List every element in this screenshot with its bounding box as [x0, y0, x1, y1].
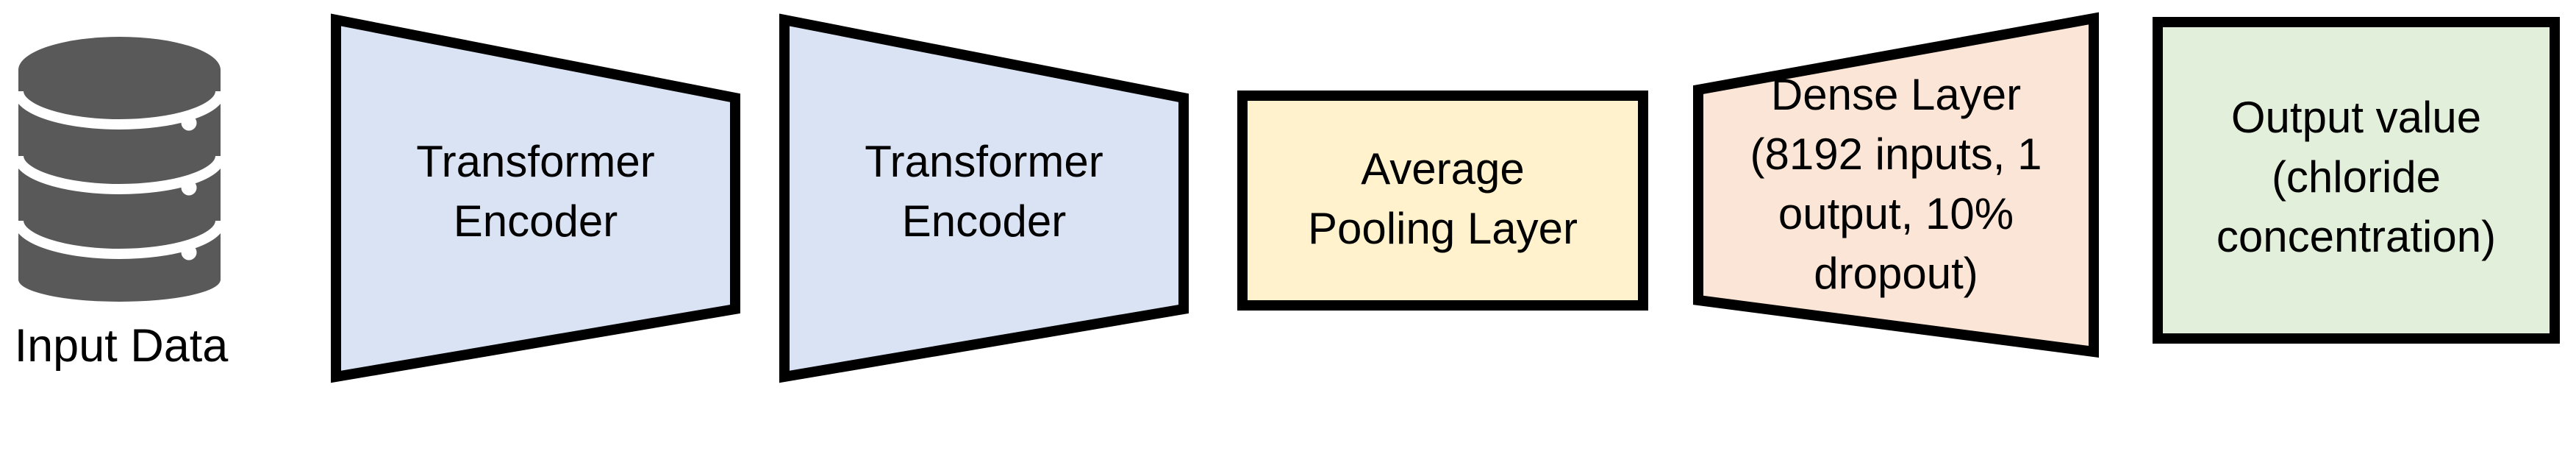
- input-data-label: Input Data: [0, 313, 243, 379]
- encoder2-label-line: Transformer: [865, 137, 1103, 186]
- dense-shape: [1693, 12, 2099, 358]
- output-shape: [2153, 17, 2560, 344]
- pooling-label-line: Pooling Layer: [1308, 204, 1578, 253]
- database-icon-dot: [181, 244, 197, 260]
- encoder1-label-line: Transformer: [416, 137, 655, 186]
- output-label-line: (chloride: [2271, 152, 2441, 202]
- encoder1-label-line: Encoder: [453, 196, 618, 246]
- database-icon: [13, 37, 226, 302]
- dense-label-line: Dense Layer: [1770, 70, 2022, 119]
- database-icon-dot: [181, 180, 197, 196]
- encoder1-shape: [331, 13, 740, 383]
- input-data-label-text: Input Data: [14, 319, 229, 372]
- dense-label-line: (8192 inputs, 1: [1750, 130, 2042, 179]
- database-icon-body: [18, 37, 221, 302]
- encoder2-shape: [779, 13, 1189, 383]
- pooling-shape: [1237, 91, 1648, 311]
- pooling-label: Average Pooling Layer: [1242, 96, 1643, 302]
- dense-label-line: dropout): [1814, 249, 1978, 298]
- dense-label-line: output, 10%: [1778, 189, 2014, 238]
- encoder2-label: Transformer Encoder: [784, 22, 1184, 361]
- dense-label: Dense Layer (8192 inputs, 1 output, 10% …: [1698, 18, 2094, 350]
- output-label-line: Output value: [2230, 92, 2482, 142]
- pooling-label-line: Average: [1361, 144, 1525, 194]
- encoder2-label-line: Encoder: [901, 196, 1067, 246]
- output-label-line: concentration): [2216, 211, 2497, 261]
- output-label: Output value (chloride concentration): [2158, 22, 2555, 331]
- encoder1-label: Transformer Encoder: [336, 22, 735, 361]
- database-icon-dot: [181, 115, 197, 131]
- database-icon-grooves: [13, 91, 226, 259]
